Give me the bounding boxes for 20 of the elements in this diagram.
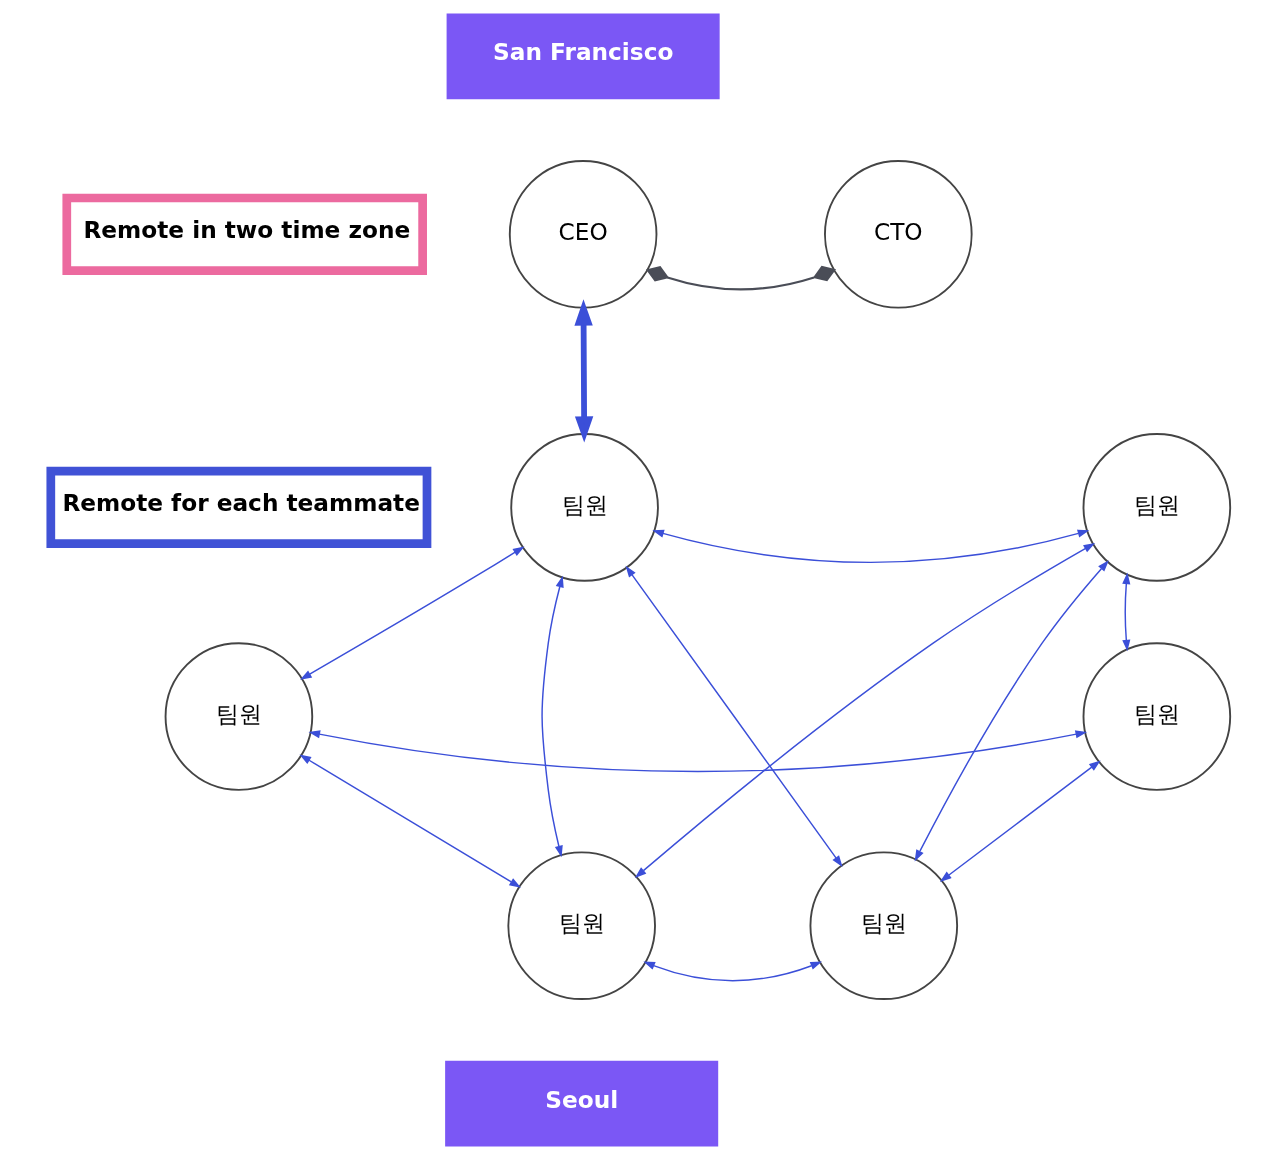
arrow — [299, 754, 521, 888]
node-box: Remote in two time zone — [61, 193, 427, 275]
arrow — [651, 529, 1089, 564]
arrow — [939, 760, 1101, 882]
arrow — [634, 542, 1095, 878]
node-box: San Francisco — [446, 13, 720, 100]
node-circle: 팀원 — [1082, 642, 1231, 791]
arrow — [299, 546, 524, 680]
arrow — [914, 560, 1109, 862]
arrow — [642, 961, 822, 982]
arrow — [573, 299, 593, 443]
arrow — [540, 575, 564, 858]
arrow — [1121, 572, 1130, 652]
node-box: Seoul — [444, 1060, 718, 1147]
node-circle: CEO — [508, 160, 657, 309]
node-box: Remote for each teammate — [45, 466, 431, 549]
node-circle: CTO — [823, 160, 973, 309]
connector — [645, 265, 836, 291]
arrow — [625, 565, 843, 867]
arrow — [307, 730, 1087, 773]
